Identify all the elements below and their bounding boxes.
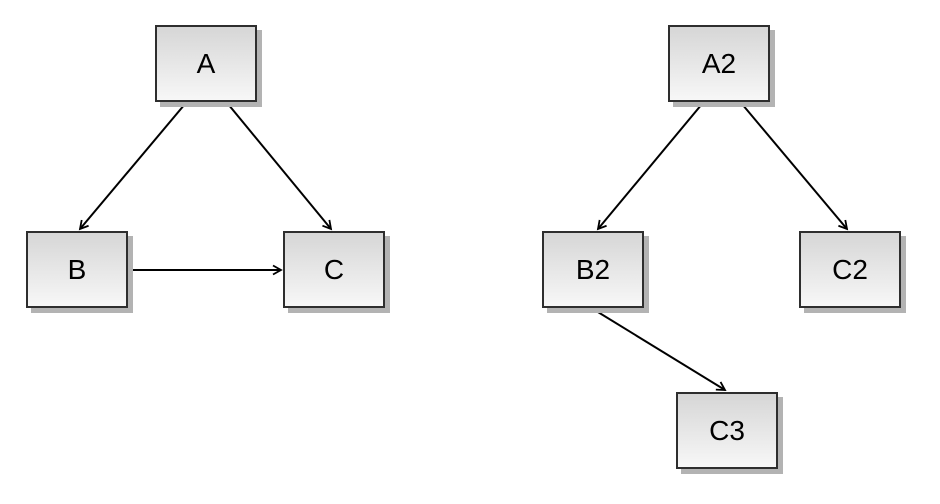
edge-A2-C2 xyxy=(741,103,849,231)
node-B2: B2 xyxy=(542,231,644,308)
node-A: A xyxy=(155,25,257,102)
edge-A-C xyxy=(227,103,333,231)
node-C3: C3 xyxy=(676,392,778,469)
node-label: C2 xyxy=(832,253,868,285)
node-label: A2 xyxy=(701,47,737,79)
node-label: C xyxy=(323,253,345,285)
node-label: A xyxy=(196,47,216,79)
node-label: C3 xyxy=(709,414,745,446)
edge-B2-C3 xyxy=(592,308,727,391)
node-C: C xyxy=(283,231,385,308)
edge-A-B xyxy=(78,103,186,231)
node-A2: A2 xyxy=(668,25,770,102)
node-C2: C2 xyxy=(799,231,901,308)
node-label: B xyxy=(67,253,87,285)
node-B: B xyxy=(26,231,128,308)
node-label: B2 xyxy=(575,253,611,285)
edge-A2-B2 xyxy=(596,103,703,231)
